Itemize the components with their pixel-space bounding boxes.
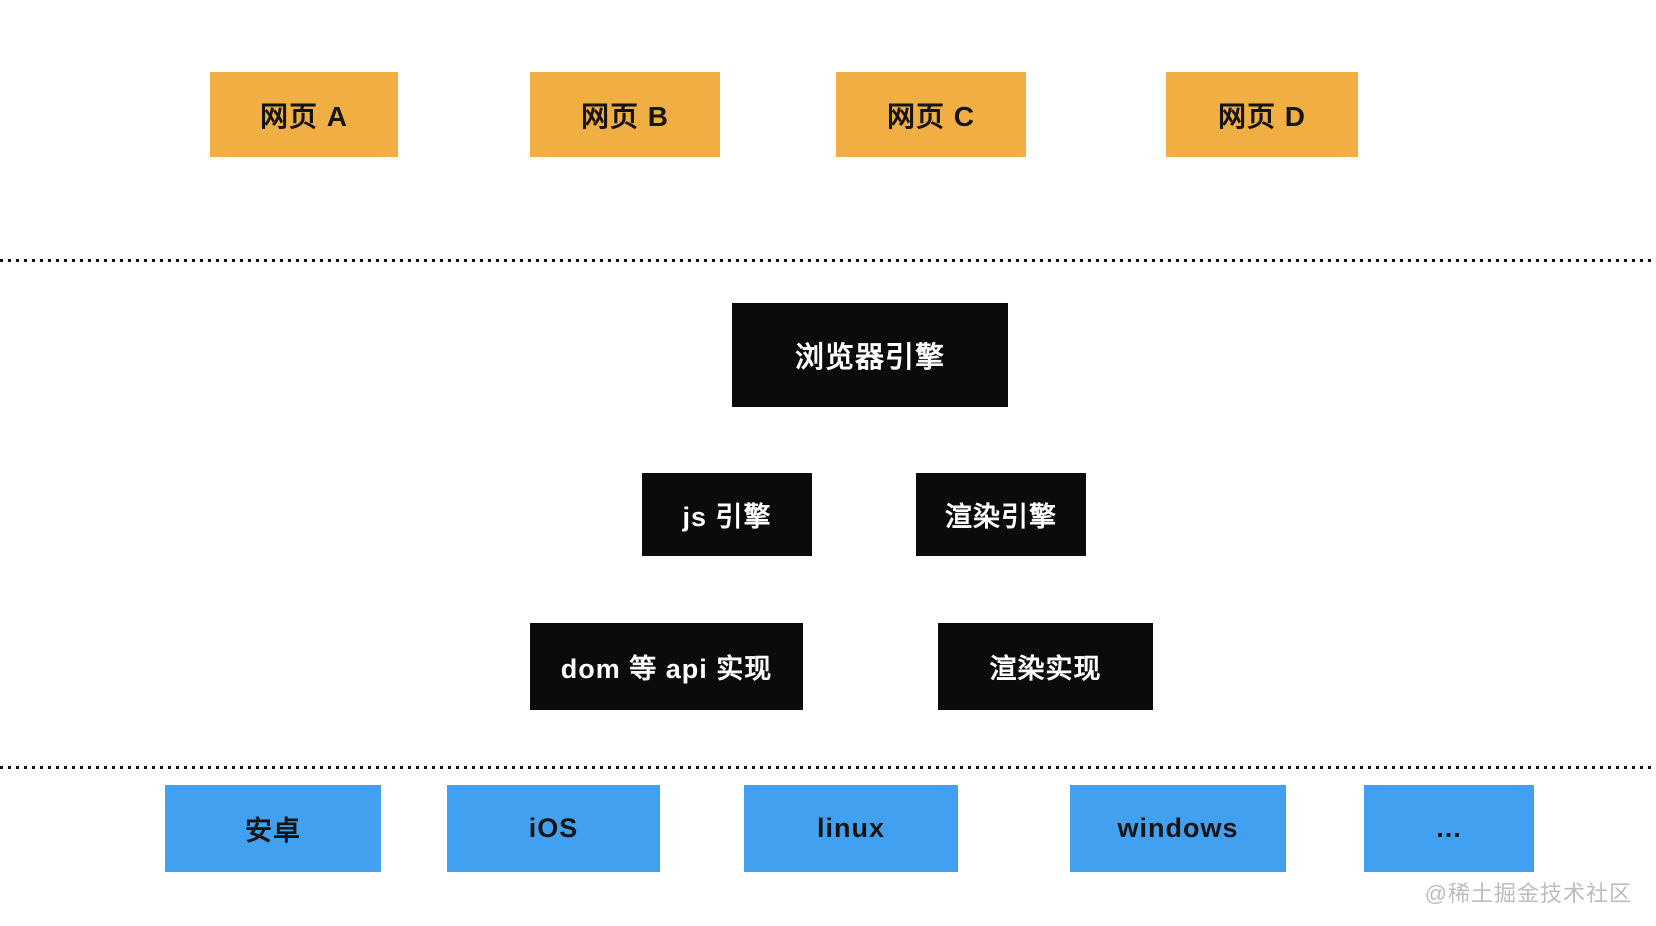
platform-linux-label: linux: [816, 813, 885, 843]
platform-linux-box: linux: [744, 785, 958, 872]
browser-engine-box: 浏览器引擎: [732, 303, 1008, 407]
webpage-d-label: 网页 D: [1217, 100, 1306, 132]
juejin-watermark: @稀土掘金技术社区: [1424, 881, 1632, 906]
webpage-a-label: 网页 A: [259, 100, 348, 132]
js-engine-box: js 引擎: [642, 473, 812, 556]
platform-ios-label: iOS: [528, 813, 579, 843]
separator-dotted-line-top: [0, 259, 1656, 262]
js-engine-label: js 引擎: [682, 502, 772, 532]
webpage-b-box: 网页 B: [530, 72, 720, 157]
browser-engine-label: 浏览器引擎: [794, 342, 945, 374]
render-engine-label: 渲染引擎: [945, 502, 1057, 532]
webpage-c-label: 网页 C: [886, 100, 975, 132]
render-engine-box: 渲染引擎: [916, 473, 1086, 556]
webpage-b-label: 网页 B: [580, 100, 669, 132]
platform-android-box: 安卓: [165, 785, 381, 872]
separator-dotted-line-bottom: [0, 766, 1656, 769]
platform-more-label: ...: [1436, 813, 1462, 843]
platform-ios-box: iOS: [447, 785, 660, 872]
webpage-c-box: 网页 C: [836, 72, 1026, 157]
platform-android-label: 安卓: [245, 816, 301, 846]
platform-windows-label: windows: [1117, 813, 1239, 843]
platform-windows-box: windows: [1070, 785, 1286, 872]
dom-api-impl-box: dom 等 api 实现: [530, 623, 803, 710]
platform-more-box: ...: [1364, 785, 1534, 872]
render-impl-label: 渲染实现: [989, 654, 1102, 684]
dom-api-impl-label: dom 等 api 实现: [560, 654, 773, 684]
webpage-a-box: 网页 A: [210, 72, 398, 157]
webpage-d-box: 网页 D: [1166, 72, 1358, 157]
render-impl-box: 渲染实现: [938, 623, 1153, 710]
